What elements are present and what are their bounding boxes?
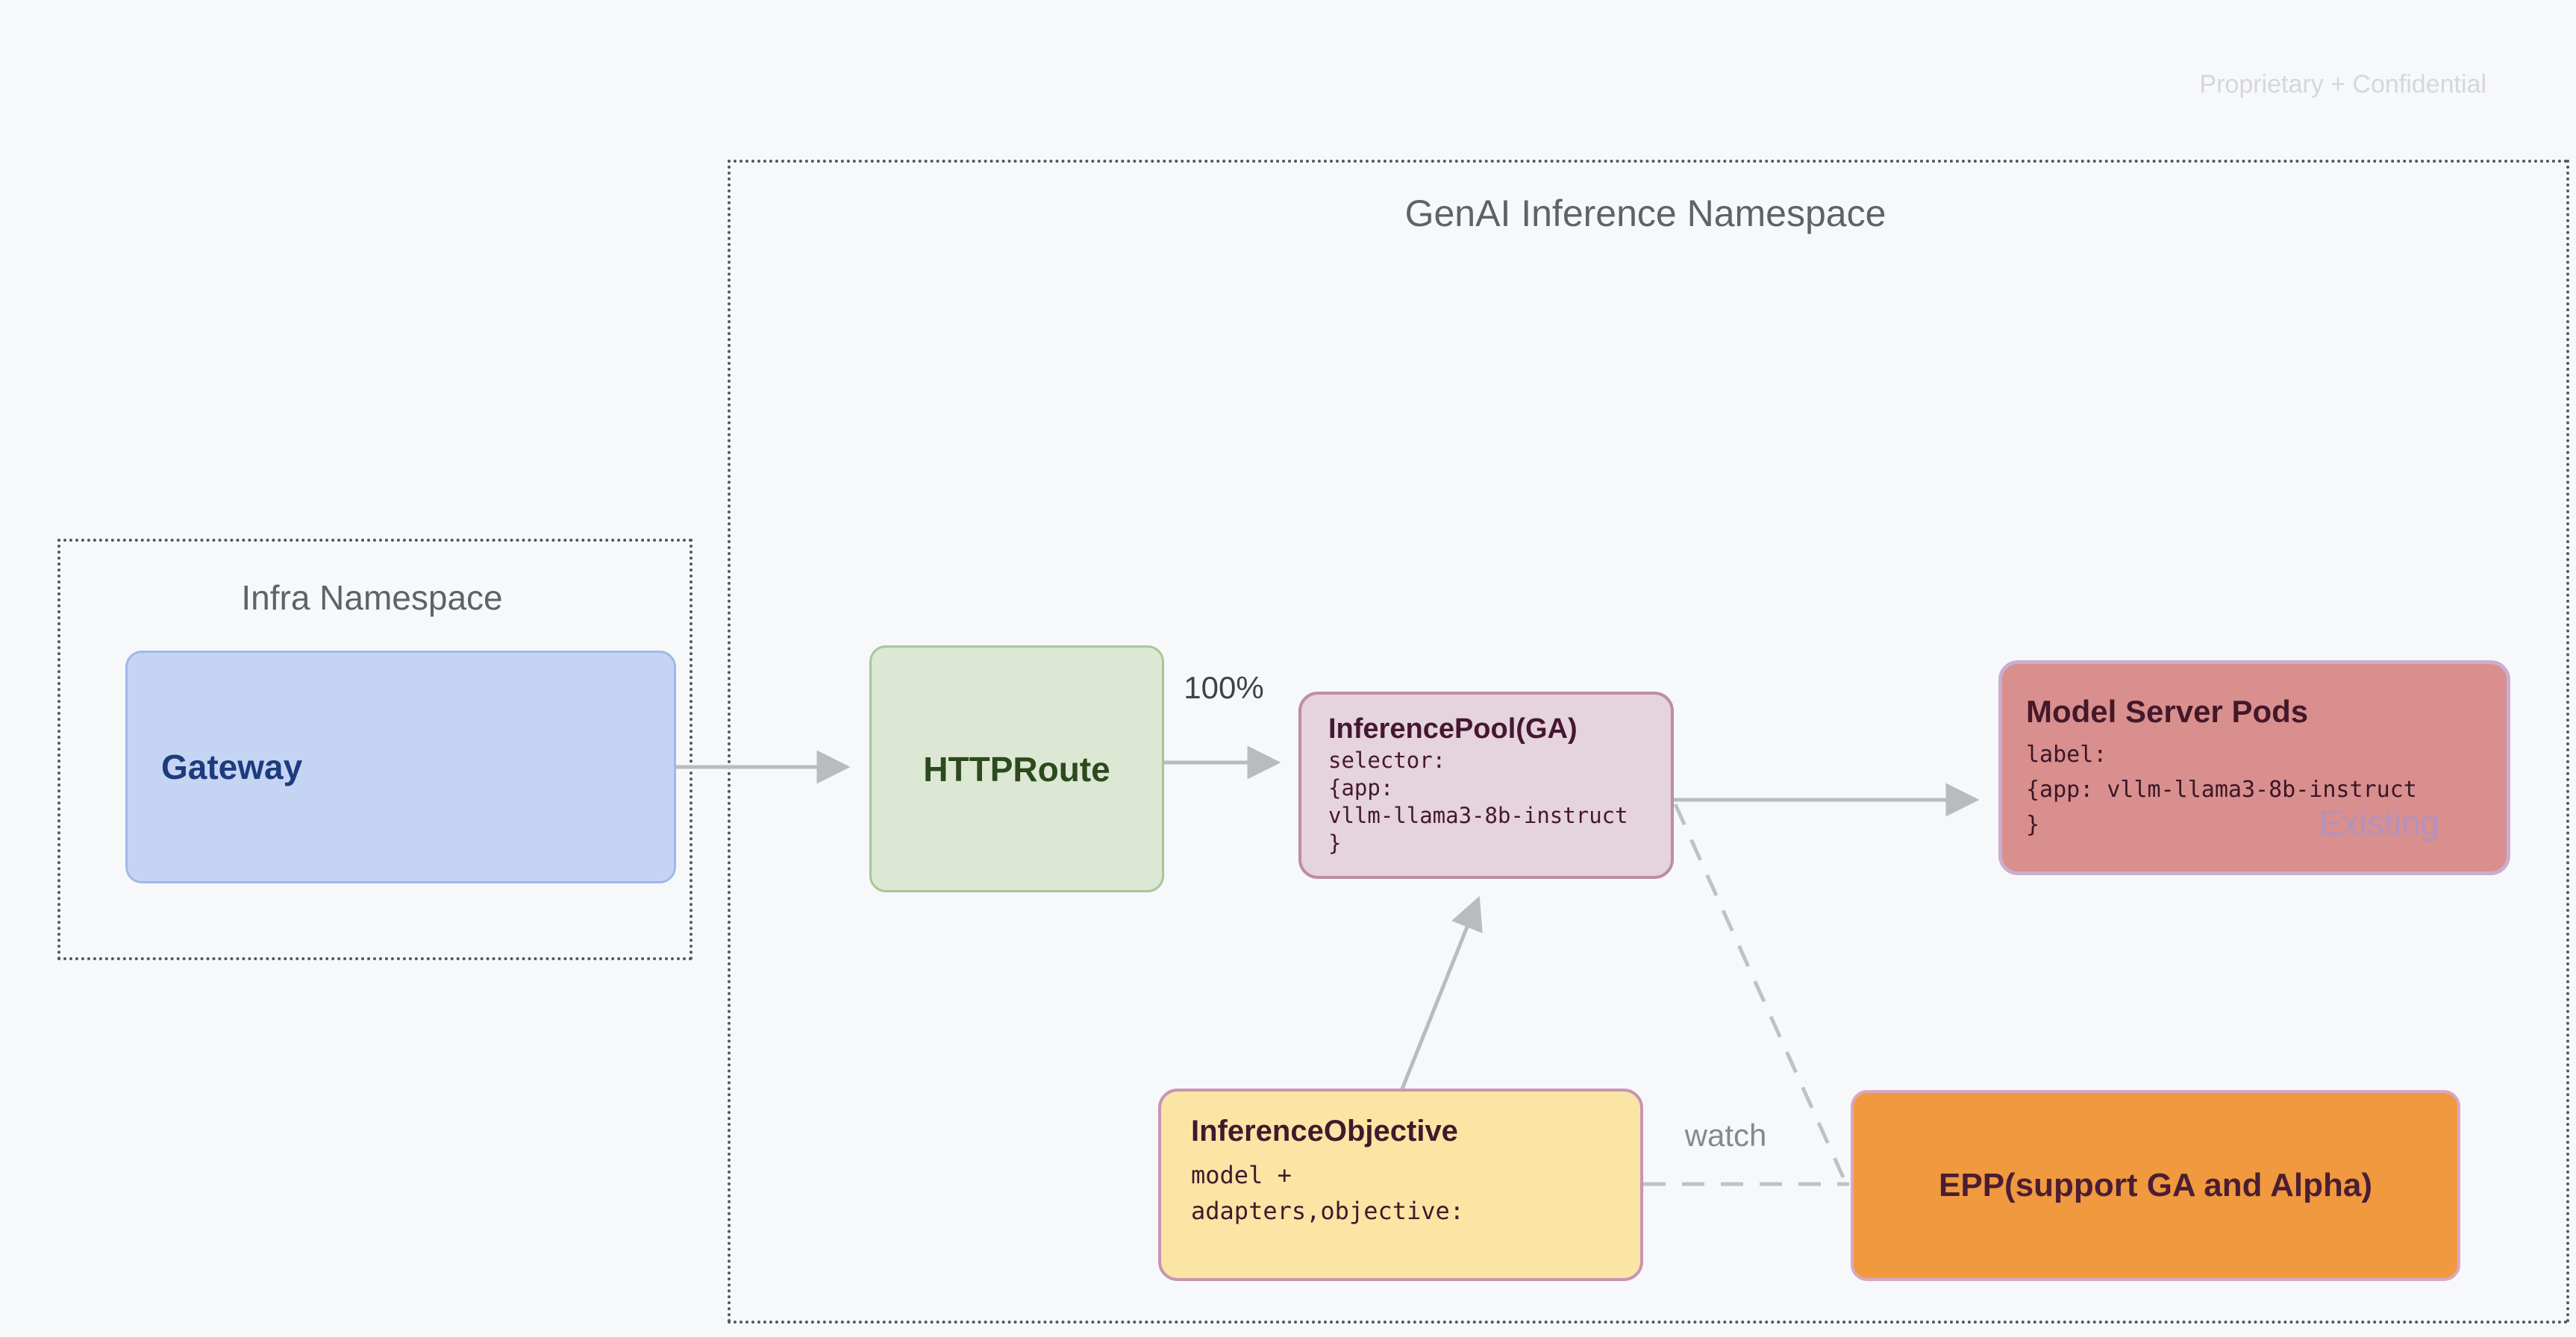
inference-pool-title: InferencePool(GA) — [1328, 713, 1578, 745]
infra-namespace-box — [57, 539, 693, 960]
genai-namespace-box — [728, 160, 2569, 1324]
inference-objective-node: InferenceObjective model + adapters,obje… — [1158, 1089, 1643, 1281]
inference-pool-code-line: vllm-llama3-8b-instruct — [1328, 803, 1628, 828]
epp-node: EPP(support GA and Alpha) — [1851, 1090, 2460, 1281]
httproute-label: HTTPRoute — [923, 749, 1110, 789]
inference-objective-title: InferenceObjective — [1191, 1115, 1458, 1147]
model-server-pods-node: Model Server Pods label: {app: vllm-llam… — [1998, 660, 2510, 875]
model-server-pods-code-line: {app: vllm-llama3-8b-instruct — [2026, 777, 2417, 803]
gateway-node: Gateway — [125, 651, 676, 883]
genai-namespace-title: GenAI Inference Namespace — [1404, 192, 1886, 234]
inference-objective-code-line: adapters,objective: — [1191, 1197, 1465, 1225]
inference-pool-node: InferencePool(GA) selector: {app: vllm-l… — [1298, 692, 1674, 879]
traffic-percentage-label: 100% — [1184, 670, 1264, 705]
model-server-pods-code-line: label: — [2026, 742, 2107, 768]
inference-objective-code-line: model + — [1191, 1161, 1292, 1189]
inference-pool-code-line: {app: — [1328, 775, 1394, 801]
model-server-pods-title: Model Server Pods — [2026, 694, 2309, 729]
confidentiality-watermark: Proprietary + Confidential — [2199, 70, 2486, 98]
inference-pool-code-line: } — [1328, 830, 1342, 856]
existing-badge: Existing — [2319, 804, 2439, 842]
gateway-label: Gateway — [161, 748, 303, 786]
model-server-pods-code-line: } — [2026, 812, 2040, 838]
inference-pool-code-line: selector: — [1328, 748, 1446, 773]
epp-label: EPP(support GA and Alpha) — [1939, 1167, 2372, 1203]
infra-namespace-title: Infra Namespace — [241, 578, 503, 617]
watch-label: watch — [1684, 1118, 1767, 1153]
httproute-node: HTTPRoute — [869, 645, 1164, 892]
